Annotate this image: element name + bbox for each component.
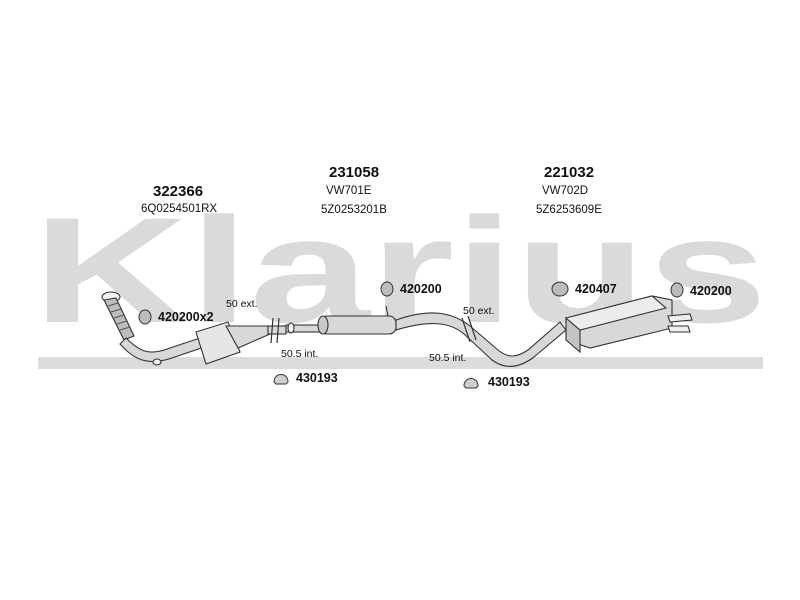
front-pipe-bend [119,337,205,362]
joint-1-ext-note: 50 ext. [226,298,258,310]
rear-silencer-model: VW702D [542,185,589,197]
rubber-mount-icons [138,281,684,325]
watermark-bar [38,357,763,369]
rubber-mount-icon-rear-a [551,281,569,297]
joint-1-marks [270,317,280,344]
rubber-mount-icon-rear-b [670,282,684,298]
joint-2-mark-a [461,317,471,343]
rear-silencer-ref: 5Z6253609E [536,204,602,216]
flex-ribs [107,302,131,331]
joint-1-int-note: 50.5 int. [281,348,319,360]
middle-hanger [385,305,389,317]
middle-silencer-part-number: 231058 [329,164,380,181]
clamp-icon-b [463,378,479,389]
rubber-mount-middle-label: 420200 [400,282,442,296]
middle-silencer-ref: 5Z0253201B [321,204,387,216]
clamp-icons [273,374,479,389]
clamp-icon-a [273,374,289,385]
rubber-mount-rear-b-label: 420200 [690,284,732,298]
clamp-a-label: 430193 [296,371,338,385]
rear-silencer-top [564,295,668,331]
clamp-b-label: 430193 [488,375,530,389]
joint-1-mark-b [276,317,280,344]
rubber-mount-front-label: 420200x2 [158,310,214,324]
middle-outlet-pipe [395,312,567,367]
rubber-mount-icon-front [138,309,152,325]
front-pipe-part-number: 322366 [153,183,204,200]
front-pipe-ref: 6Q0254501RX [141,203,218,215]
middle-silencer-end [317,315,329,335]
tail-pipe-2 [667,325,691,333]
middle-pipe-ring [287,322,295,334]
middle-silencer-model: VW701E [326,185,372,197]
joint-1-mark-a [270,317,274,344]
joint-2-marks [461,315,477,343]
tail-pipe-1 [667,313,693,323]
joint-2-mark-b [467,315,477,341]
joint-2-int-note: 50.5 int. [429,352,467,364]
rear-silencer-drawing [564,295,693,354]
joint-2-ext-note: 50 ext. [463,305,495,317]
rear-silencer-part-number: 221032 [544,164,595,181]
front-pipe-tail [267,325,287,335]
rubber-mount-icon-middle [380,281,394,297]
middle-silencer-drawing [285,305,567,367]
flex-section [103,297,135,341]
front-bracket [152,358,162,366]
front-pipe-drawing [101,291,287,366]
middle-silencer-body [319,315,397,335]
rubber-mount-rear-a-label: 420407 [575,282,617,296]
